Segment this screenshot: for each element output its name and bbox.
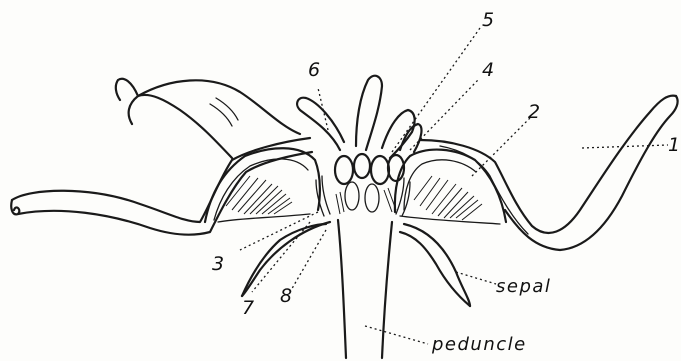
label-5: 5 [482,9,494,31]
right-sepal [400,224,470,306]
back-left-petal [116,79,300,158]
stamens-and-pistil [297,76,421,216]
right-petal [420,96,678,250]
label-2: 2 [528,101,540,123]
label-7: 7 [242,297,254,319]
left-inner-petal [205,148,320,222]
label-8: 8 [280,285,292,307]
right-inner-petal [395,150,506,224]
left-petal [11,138,312,235]
label-sepal: sepal [496,276,551,297]
label-6: 6 [308,59,320,81]
peduncle [338,220,392,358]
label-peduncle: peduncle [431,334,527,355]
label-3: 3 [212,253,224,275]
label-4: 4 [482,59,494,81]
label-1: 1 [668,134,680,156]
